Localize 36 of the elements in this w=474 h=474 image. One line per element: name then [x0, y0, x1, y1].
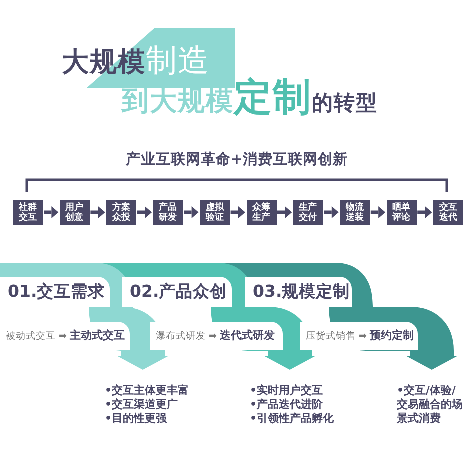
title: 大规模制造到大规模定制的转型	[62, 28, 378, 120]
arrow	[90, 206, 106, 218]
bullet-text: •引领性产品孵化	[250, 412, 336, 426]
process-box: 物流送装	[340, 200, 370, 225]
arrow	[278, 206, 292, 218]
arrow	[137, 206, 152, 218]
heading: 产业互联网革命+消费互联网创新	[124, 150, 350, 170]
process-box: 用户创意	[60, 200, 90, 225]
bullet-text: •产品迭代进阶	[250, 398, 324, 412]
process-box: 交互迭代	[433, 200, 464, 225]
bullet-text: •交互主体更丰富	[105, 384, 190, 398]
arrow	[370, 206, 386, 218]
bullet-text: •交互渠道更广	[105, 398, 180, 412]
arrow	[184, 206, 199, 218]
arrow	[44, 206, 59, 218]
arrow	[418, 206, 432, 218]
process-box: 众筹生产	[246, 200, 276, 225]
band-arrow	[406, 351, 458, 370]
process-box: 社群交互	[13, 200, 43, 225]
process-box: 方案众投	[106, 200, 136, 225]
step-title: 03.规模定制	[245, 277, 352, 307]
step-subtitle: 瀑布式研发 ➡ 迭代式研发	[150, 322, 283, 350]
step-title: 01.交互需求	[0, 277, 110, 307]
bullet-text: •目的性更强	[105, 412, 168, 426]
process-box: 晒单评论	[386, 200, 417, 225]
bullet-text: •交互/体验/交易融合的场景式消费	[397, 384, 463, 426]
arrow	[324, 206, 339, 218]
band-arrow	[117, 351, 169, 370]
process-box: 虚拟验证	[200, 200, 230, 225]
process-box: 产品研发	[153, 200, 184, 225]
band-arrow	[264, 351, 316, 370]
step-title: 02.产品众创	[122, 277, 232, 307]
bullet-text: •实时用户交互	[250, 384, 324, 398]
arrow	[230, 206, 246, 218]
step-subtitle: 压货式销售 ➡ 预约定制	[300, 322, 418, 350]
process-box: 生产交付	[293, 200, 324, 225]
